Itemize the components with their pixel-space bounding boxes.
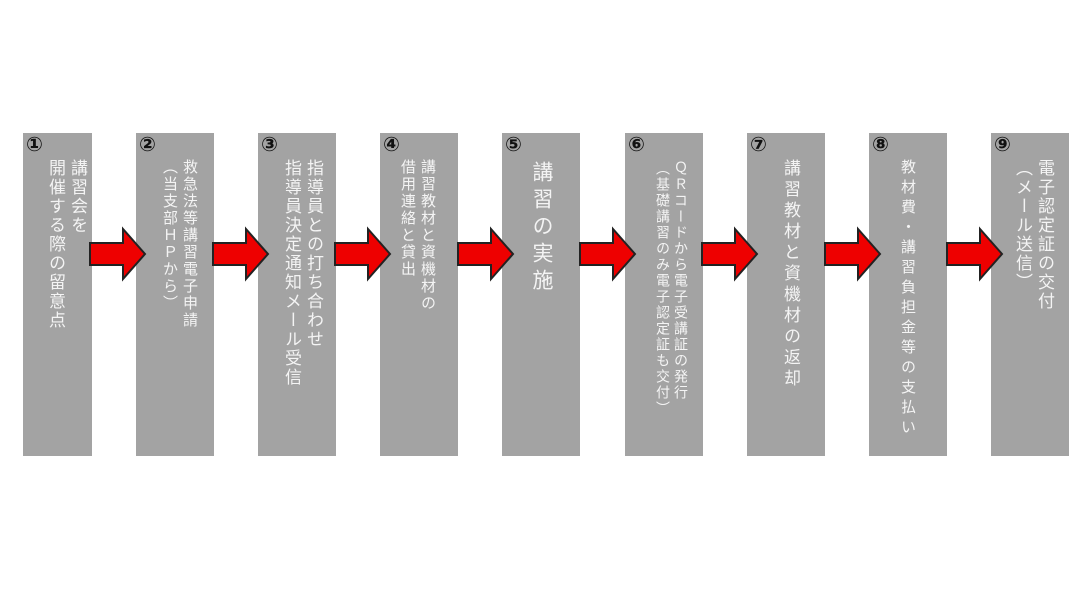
step-3-box: ③ 指導員との打ち合わせ指導員決定通知メール受信 — [258, 133, 336, 456]
step-text-line: 教材費・講習負担金等の支払い — [899, 159, 917, 439]
step-text-line: 指導員決定通知メール受信 — [281, 159, 301, 387]
step-8-box: ⑧ 教材費・講習負担金等の支払い — [869, 133, 947, 456]
step-number: ④ — [383, 132, 400, 156]
step-2-box: ② 救急法等講習電子申請（当支部ＨＰから） — [136, 133, 214, 456]
arrow-right-icon — [334, 226, 392, 282]
step-text-line: 講習会を — [67, 159, 87, 235]
step-1-box: ① 講習会を開催する際の留意点 — [23, 133, 92, 456]
step-text-line: 講習教材と資機材の返却 — [780, 159, 800, 390]
step-5-box: ⑤ 講習の実施 — [502, 133, 580, 456]
step-number: ③ — [261, 132, 278, 156]
arrow-right-icon — [579, 226, 637, 282]
arrow-right-icon — [946, 226, 1004, 282]
step-number: ⑤ — [505, 132, 522, 156]
step-text-line: （基礎講習のみ電子認定証も交付） — [654, 161, 670, 417]
step-number: ② — [139, 132, 156, 156]
arrow-right-icon — [457, 226, 515, 282]
step-text-line: 開催する際の留意点 — [45, 159, 65, 330]
step-text-line: （当支部ＨＰから） — [161, 159, 179, 312]
step-number: ⑧ — [872, 132, 889, 156]
step-4-box: ④ 講習教材と資機材の借用連絡と貸出 — [380, 133, 458, 456]
arrow-right-icon — [212, 226, 270, 282]
step-text-line: ＱＲコードから電子受講証の発行 — [672, 161, 688, 401]
step-text-line: 講習教材と資機材の — [419, 159, 437, 312]
step-9-box: ⑨ 電子認定証の交付（メール送信） — [991, 133, 1069, 456]
arrow-right-icon — [824, 226, 882, 282]
step-text-line: （メール送信） — [1012, 159, 1032, 292]
step-7-box: ⑦ 講習教材と資機材の返却 — [747, 133, 825, 456]
step-text-line: 救急法等講習電子申請 — [181, 159, 199, 329]
step-text-line: 借用連絡と貸出 — [399, 159, 417, 278]
step-number: ⑦ — [750, 132, 767, 156]
arrow-right-icon — [701, 226, 759, 282]
step-text-line: 指導員との打ち合わせ — [303, 159, 323, 349]
step-text-line: 講習の実施 — [530, 161, 554, 296]
step-number: ⑨ — [994, 132, 1011, 156]
step-text-line: 電子認定証の交付 — [1034, 159, 1054, 311]
step-number: ① — [26, 132, 43, 156]
step-number: ⑥ — [628, 132, 645, 156]
step-6-box: ⑥ ＱＲコードから電子受講証の発行（基礎講習のみ電子認定証も交付） — [625, 133, 703, 456]
arrow-right-icon — [89, 226, 147, 282]
